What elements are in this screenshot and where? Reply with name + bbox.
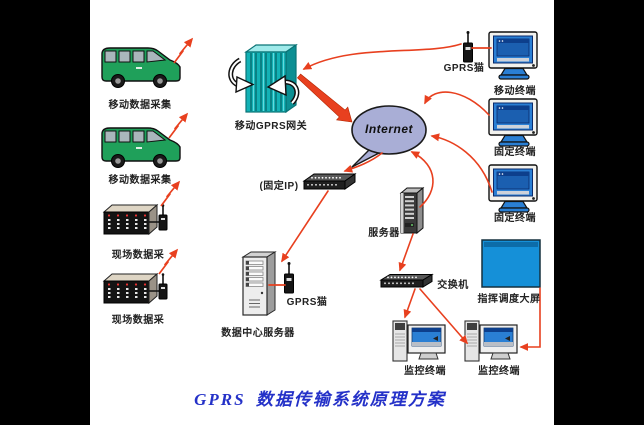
label-internet: Internet [364,122,413,136]
label-mobile-collect-2: 移动数据采集 [108,175,172,186]
label-field-collect-2: 现场数据采 [111,315,165,326]
label-gprs-modem-datacenter: GPRS猫 [286,297,328,308]
label-datacenter-server: 数据中心服务器 [221,328,295,339]
label-fixed-ip: (固定IP) [259,181,299,192]
label-switch: 交换机 [437,280,469,291]
label-monitor-terminal-2: 监控终端 [478,366,520,377]
label-field-collect-1: 现场数据采 [111,250,165,261]
page-title: GPRS 数据传输系统原理方案 [194,390,446,409]
label-fixed-terminal-2: 固定终端 [494,213,536,224]
label-gateway: 移动GPRS网关 [234,121,308,132]
label-gprs-modem-terminal: GPRS猫 [443,63,485,74]
label-server: 服务器 [368,228,400,239]
label-fixed-terminal-1: 固定终端 [494,147,536,158]
label-mobile-collect-1: 移动数据采集 [108,100,172,111]
label-big-screen: 指挥调度大屏 [477,294,541,305]
label-mobile-terminal: 移动终端 [494,86,536,97]
label-monitor-terminal-1: 监控终端 [404,366,446,377]
